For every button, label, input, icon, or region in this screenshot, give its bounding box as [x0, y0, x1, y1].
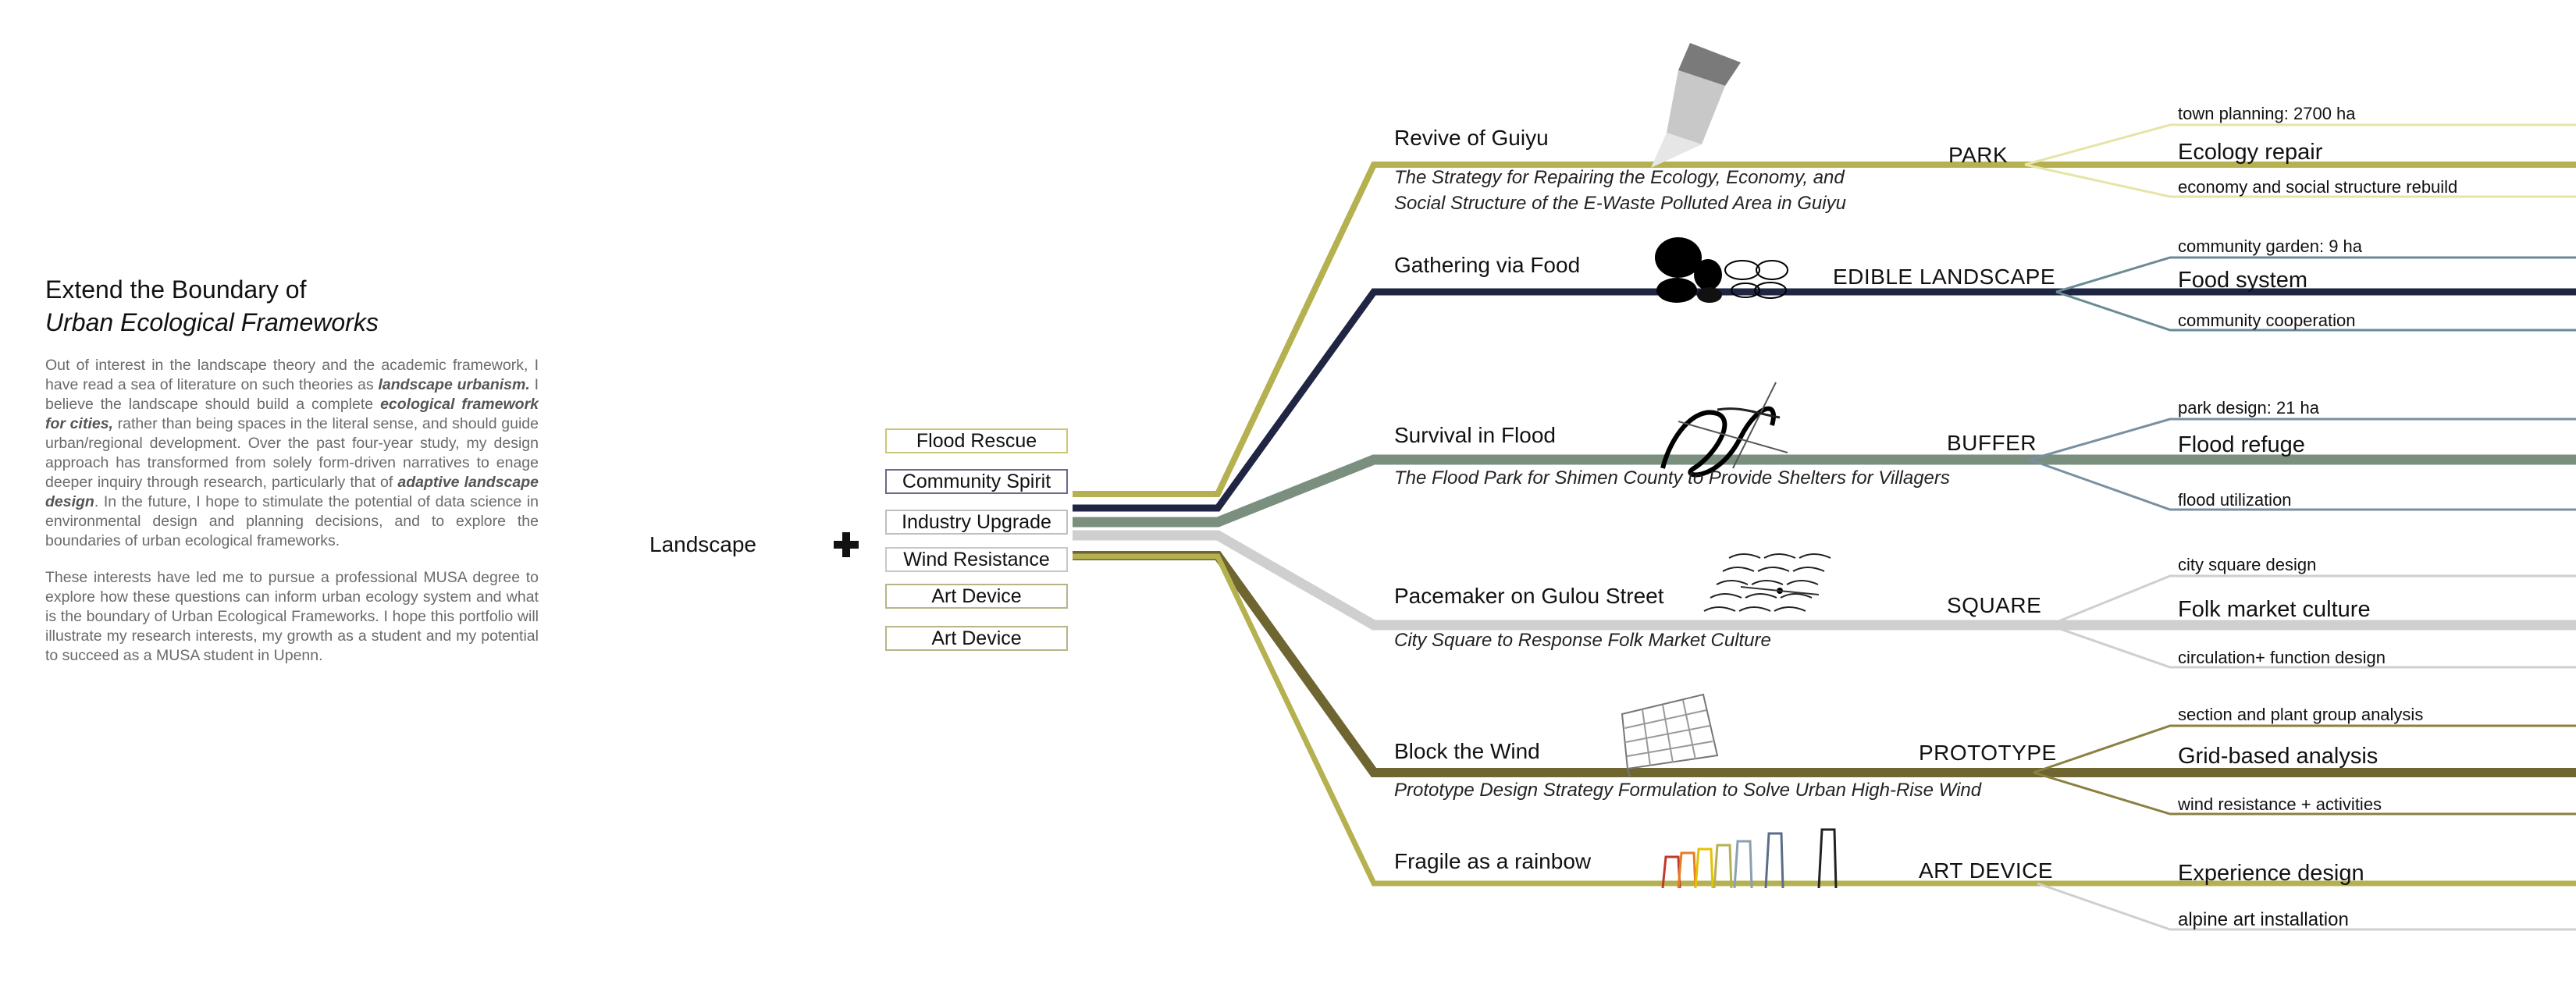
category-label-gulou: SQUARE [1947, 593, 2041, 617]
grid-panel-icon [1621, 693, 1719, 777]
tag-art-device-2[interactable]: Art Device [885, 626, 1068, 651]
intro-title-line2: Urban Ecological Frameworks [45, 308, 379, 336]
detail-top-guiyu: town planning: 2700 ha [2178, 104, 2356, 123]
branch-subtitle-2-guiyu: Social Structure of the E-Waste Polluted… [1394, 193, 1846, 214]
wave-sketch-icon [1660, 382, 1788, 478]
fan-top-wind [2033, 724, 2576, 774]
detail-bottom-gulou: circulation+ function design [2178, 648, 2386, 667]
intro-title: Extend the Boundary of Urban Ecological … [45, 273, 539, 339]
category-label-wind: PROTOTYPE [1919, 741, 2057, 765]
branch-line-guiyu [1073, 162, 2576, 497]
branch-line-flood [1073, 454, 2576, 528]
detail-bottom-wind: wind resistance + activities [2177, 794, 2382, 814]
tile-grid-icon [1703, 553, 1831, 612]
intro-emphasis: landscape urbanism. [378, 376, 530, 393]
detail-main-guiyu: Ecology repair [2178, 140, 2323, 165]
branch-title-guiyu: Revive of Guiyu [1394, 126, 1549, 150]
fan-bottom-food [2055, 290, 2576, 332]
branch-subtitle-guiyu: The Strategy for Repairing the Ecology, … [1394, 167, 1845, 188]
paintbrush-icon [1651, 43, 1741, 168]
stones-icon [1655, 237, 1788, 303]
tag-community-spirit[interactable]: Community Spirit [885, 469, 1068, 494]
detail-bottom-rainbow: alpine art installation [2178, 909, 2349, 930]
fan-bottom-rainbow [2037, 882, 2576, 931]
branch-subtitle-gulou: City Square to Response Folk Market Cult… [1394, 630, 1771, 651]
intro-text: rather than being spaces in the literal … [45, 415, 539, 491]
branch-subtitle-wind: Prototype Design Strategy Formulation to… [1394, 780, 1982, 801]
detail-top-flood: park design: 21 ha [2178, 398, 2320, 418]
fan-bottom-gulou [2048, 624, 2576, 669]
detail-main-food: Food system [2178, 268, 2307, 293]
detail-main-wind: Grid-based analysis [2178, 744, 2378, 769]
branch-line-rainbow [1073, 553, 2576, 887]
category-label-flood: BUFFER [1947, 431, 2037, 455]
tag-wind-resistance[interactable]: Wind Resistance [885, 547, 1068, 572]
branch-subtitle-flood: The Flood Park for Shimen County to Prov… [1394, 467, 1950, 489]
landscape-label: Landscape [649, 532, 757, 556]
fan-top-gulou [2048, 574, 2576, 627]
intro-text: Out of interest in the landscape theory … [45, 357, 539, 393]
plus-icon [832, 531, 860, 559]
intro-title-line1: Extend the Boundary of [45, 275, 307, 304]
detail-top-wind: section and plant group analysis [2178, 705, 2423, 724]
detail-top-food: community garden: 9 ha [2178, 236, 2363, 256]
intro-paragraph-2: These interests have led me to pursue a … [45, 569, 539, 664]
tag-art-device[interactable]: Art Device [885, 584, 1068, 609]
branch-line-food [1073, 288, 2576, 512]
branch-title-wind: Block the Wind [1394, 739, 1540, 763]
intro-text: . In the future, I hope to stimulate the… [45, 493, 539, 549]
branch-title-rainbow: Fragile as a rainbow [1394, 849, 1592, 873]
intro-emphasis: adaptive landscape design [45, 474, 539, 510]
category-label-guiyu: PARK [1948, 143, 2008, 167]
tag-flood-rescue[interactable]: Flood Rescue [885, 428, 1068, 453]
branch-title-food: Gathering via Food [1394, 253, 1580, 277]
branch-title-flood: Survival in Flood [1394, 423, 1556, 447]
detail-main-flood: Flood refuge [2178, 432, 2305, 457]
category-label-food: EDIBLE LANDSCAPE [1833, 265, 2055, 289]
fan-top-food [2055, 256, 2576, 293]
fan-top-guiyu [2024, 123, 2576, 166]
intro-emphasis: ecological framework for cities, [45, 396, 539, 432]
arches-icon [1661, 828, 1838, 889]
detail-bottom-food: community cooperation [2178, 311, 2355, 330]
intro-paragraph-1: Out of interest in the landscape theory … [45, 356, 539, 551]
tag-industry-upgrade[interactable]: Industry Upgrade [885, 510, 1068, 535]
category-label-rainbow: ART DEVICE [1919, 858, 2053, 883]
detail-main-rainbow: Experience design [2178, 861, 2364, 886]
fan-bottom-guiyu [2024, 163, 2576, 198]
fan-top-flood [2029, 418, 2576, 461]
branch-line-gulou [1073, 530, 2576, 631]
detail-main-gulou: Folk market culture [2178, 597, 2371, 622]
detail-bottom-guiyu: economy and social structure rebuild [2178, 177, 2457, 197]
intro-text: I believe the landscape should build a c… [45, 376, 539, 413]
detail-bottom-flood: flood utilization [2178, 490, 2292, 510]
detail-top-gulou: city square design [2178, 555, 2316, 574]
branch-title-gulou: Pacemaker on Gulou Street [1394, 584, 1664, 608]
fan-bottom-flood [2029, 458, 2576, 511]
fan-bottom-wind [2033, 771, 2576, 816]
intro-block: Extend the Boundary of Urban Ecological … [45, 273, 539, 666]
